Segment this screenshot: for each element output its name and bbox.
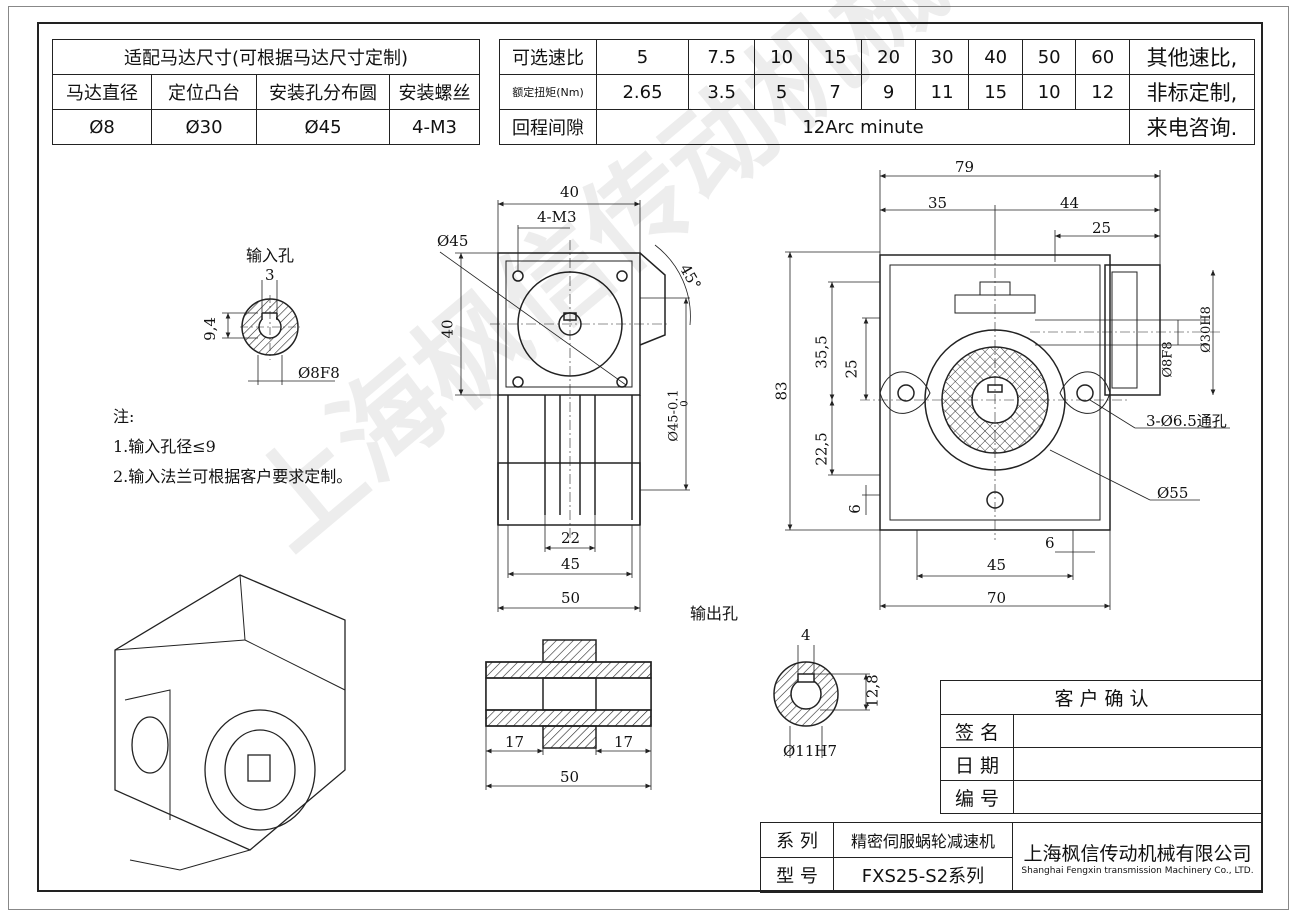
- ratio-cell: 60: [1075, 39, 1130, 75]
- side-dim-25: 25: [842, 359, 861, 379]
- model-value: FXS25-S2系列: [833, 857, 1013, 893]
- torque-cell: 9: [861, 74, 916, 110]
- output-dim-17-right: 17: [614, 733, 634, 751]
- input-hole-view: [222, 280, 335, 385]
- title-block: 系 列 精密伺服蜗轮减速机 上海枫信传动机械有限公司 Shanghai Feng…: [760, 822, 1263, 893]
- drawing-frame: [37, 22, 1263, 892]
- torque-cell: 5: [754, 74, 809, 110]
- side-dim-79: 79: [955, 158, 975, 176]
- torque-cell: 12: [1075, 74, 1130, 110]
- confirm-row-label: 日 期: [940, 747, 1014, 781]
- ratio-cell: 20: [861, 39, 916, 75]
- front-flange-tol: 0: [679, 400, 691, 407]
- company-name-cn: 上海枫信传动机械有限公司: [1023, 843, 1252, 865]
- torque-cell: 3.5: [687, 74, 756, 110]
- input-key-width: 3: [265, 266, 275, 284]
- isometric-view: [114, 574, 346, 871]
- side-dim-44: 44: [1060, 194, 1080, 212]
- side-dim-83: 83: [772, 381, 791, 401]
- input-hole-title: 输入孔: [246, 246, 295, 265]
- motor-value-diameter: Ø8: [52, 109, 152, 145]
- torque-cell: 11: [914, 74, 970, 110]
- note-line-2: 2.输入法兰可根据客户要求定制。: [113, 467, 353, 486]
- side-dim-70: 70: [987, 589, 1007, 607]
- side-holes: 3-Ø6.5通孔: [1146, 412, 1227, 430]
- output-height: 12,8: [863, 674, 882, 708]
- outer-border: [8, 6, 1289, 910]
- model-label: 型 号: [760, 857, 834, 893]
- ratio-cell: 5: [596, 39, 689, 75]
- motor-header-diameter: 马达直径: [52, 74, 152, 110]
- confirm-row-value: [1013, 747, 1263, 781]
- ratio-note-3: 来电咨询.: [1129, 109, 1255, 145]
- confirm-row-label: 编 号: [940, 780, 1014, 814]
- output-key-width: 4: [801, 626, 811, 644]
- ratio-cell: 10: [754, 39, 809, 75]
- series-value: 精密伺服蜗轮减速机: [833, 822, 1013, 858]
- output-hole-title: 输出孔: [690, 604, 739, 623]
- front-dim-50: 50: [561, 589, 581, 607]
- side-shaft-dia: Ø30H8: [1198, 306, 1214, 353]
- front-pcd: Ø45: [437, 232, 469, 250]
- motor-value-boss: Ø30: [151, 109, 257, 145]
- note-line-1: 1.输入孔径≤9: [113, 437, 216, 456]
- side-dim-6-right: 6: [1045, 534, 1055, 552]
- confirm-row-value: [1013, 714, 1263, 748]
- backlash-value: 12Arc minute: [596, 109, 1130, 145]
- side-dim-35: 35: [928, 194, 948, 212]
- ratio-label: 可选速比: [499, 39, 597, 75]
- side-dim-35-5: 35,5: [812, 335, 831, 369]
- side-dim-22-5: 22,5: [812, 432, 831, 466]
- ratio-cell: 50: [1021, 39, 1077, 75]
- output-dim-50: 50: [560, 768, 580, 786]
- ratio-note-2: 非标定制,: [1129, 74, 1255, 110]
- output-hole-end: [773, 645, 870, 758]
- motor-table-title: 适配马达尺寸(可根据马达尺寸定制): [52, 39, 480, 75]
- input-dia: Ø8F8: [298, 364, 340, 382]
- ratio-table: 可选速比 5 7.5 10 15 20 30 40 50 60 其他速比, 额定…: [499, 39, 1255, 145]
- series-label: 系 列: [760, 822, 834, 858]
- customer-confirm-table: 客 户 确 认 签 名 日 期 编 号: [940, 680, 1263, 814]
- front-height: 40: [438, 319, 457, 339]
- side-dim-45: 45: [987, 556, 1007, 574]
- front-dim-45: 45: [561, 555, 581, 573]
- side-dim-6-left: 6: [845, 504, 864, 514]
- motor-header-pcd: 安装孔分布圆: [256, 74, 390, 110]
- motor-value-screw: 4-M3: [389, 109, 480, 145]
- motor-header-screw: 安装螺丝: [389, 74, 480, 110]
- confirm-row-value: [1013, 780, 1263, 814]
- torque-cell: 10: [1021, 74, 1077, 110]
- motor-header-boss: 定位凸台: [151, 74, 257, 110]
- side-view: [785, 170, 1230, 610]
- ratio-cell: 15: [807, 39, 863, 75]
- company-name-en: Shanghai Fengxin transmission Machinery …: [1021, 866, 1254, 876]
- notes-heading: 注:: [113, 407, 135, 426]
- output-dia: Ø11H7: [783, 742, 838, 760]
- motor-size-table: 适配马达尺寸(可根据马达尺寸定制) 马达直径 定位凸台 安装孔分布圆 安装螺丝 …: [52, 39, 480, 145]
- input-height: 9,4: [200, 317, 219, 341]
- confirm-row-label: 签 名: [940, 714, 1014, 748]
- ratio-note-1: 其他速比,: [1129, 39, 1255, 75]
- side-dim-25-top: 25: [1092, 219, 1112, 237]
- company-cell: 上海枫信传动机械有限公司 Shanghai Fengxin transmissi…: [1012, 822, 1263, 893]
- front-screws: 4-M3: [537, 208, 577, 226]
- front-flange-dia: Ø45-0.1: [666, 389, 682, 442]
- side-circle: Ø55: [1157, 484, 1189, 502]
- front-view: [439, 200, 691, 612]
- notes: 注: 1.输入孔径≤9 2.输入法兰可根据客户要求定制。: [113, 402, 352, 492]
- motor-value-pcd: Ø45: [256, 109, 390, 145]
- side-bore-dia: Ø8F8: [1160, 341, 1176, 378]
- confirm-title: 客 户 确 认: [940, 680, 1263, 715]
- front-width-top: 40: [560, 183, 580, 201]
- front-dim-22: 22: [561, 529, 581, 547]
- output-hole-view: [485, 639, 652, 790]
- output-dim-17-left: 17: [505, 733, 525, 751]
